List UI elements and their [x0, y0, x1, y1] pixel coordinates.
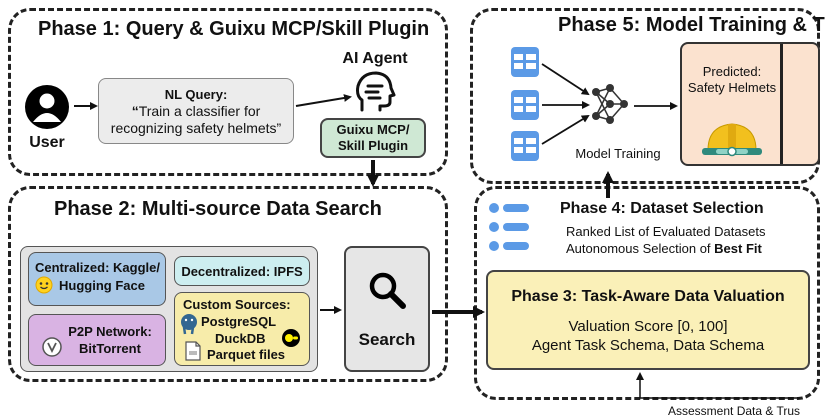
database-icon	[510, 89, 540, 121]
phase3-title: Phase 3: Task-Aware Data Valuation	[511, 288, 785, 305]
custom-line1: PostgreSQL	[201, 314, 277, 329]
database-icon	[510, 130, 540, 162]
arrow-db3-to-model	[541, 114, 590, 145]
open-quote: “	[131, 102, 139, 119]
p2p-line2: BitTorrent	[79, 341, 141, 356]
parquet-file-icon	[185, 341, 201, 361]
nl-query-title: NL Query:	[164, 86, 228, 102]
phase2-title: Phase 2: Multi-source Data Search	[54, 198, 382, 220]
source-centralized: Centralized: Kaggle/ Hugging Face	[28, 252, 166, 306]
phase4-line2-prefix: Autonomous Selection of	[566, 241, 715, 256]
arrow-query-to-agent	[295, 94, 352, 107]
p2p-line1: P2P Network:	[68, 324, 152, 339]
phase1-panel	[8, 8, 448, 176]
predicted-line1: Predicted:	[702, 64, 762, 79]
hugging-face-icon	[35, 276, 53, 294]
predicted-box: Predicted: Safety Helmets	[680, 42, 820, 166]
source-decentralized: Decentralized: IPFS	[174, 256, 310, 286]
duckdb-icon	[281, 328, 301, 348]
database-icon	[510, 46, 540, 78]
source-p2p: P2P Network: BitTorrent	[28, 314, 166, 366]
centralized-line2-text: Hugging Face	[59, 277, 145, 293]
phase2-panel	[8, 186, 448, 382]
search-icon	[367, 270, 407, 310]
p2p-text: P2P Network: BitTorrent	[68, 323, 152, 357]
plugin-line1: Guixu MCP/	[336, 122, 410, 137]
centralized-line1: Centralized: Kaggle/	[35, 260, 160, 275]
phase4-title: Phase 4: Dataset Selection	[560, 200, 764, 217]
phase1-title: Phase 1: Query & Guixu MCP/Skill Plugin	[38, 18, 430, 40]
ai-agent-icon	[354, 70, 396, 114]
search-label: Search	[358, 330, 416, 349]
arrow-db1-to-model	[541, 63, 590, 96]
model-training-label: Model Training	[575, 146, 661, 161]
phase3-line1: Valuation Score [0, 100]	[568, 318, 728, 335]
phase5-title: Phase 5: Model Training & T	[558, 14, 825, 36]
nl-query-line1: “Train a classifier for	[132, 103, 261, 120]
ai-agent-label: AI Agent	[342, 50, 408, 67]
plugin-line2: Skill Plugin	[337, 138, 409, 153]
phase3-line2: Agent Task Schema, Data Schema	[531, 337, 765, 354]
connector-arrows	[74, 63, 800, 399]
helmet-icon	[700, 120, 764, 160]
nl-query-box: NL Query: “Train a classifier for recogn…	[98, 78, 294, 144]
postgresql-icon	[179, 313, 199, 335]
predicted-line2: Safety Helmets	[687, 80, 777, 95]
workflow-diagram: Phase 1: Query & Guixu MCP/Skill Plugin …	[8, 8, 825, 418]
user-label: User	[29, 134, 65, 151]
arrow-feedback-to-valuation	[636, 372, 800, 399]
decentralized-label: Decentralized: IPFS	[181, 263, 303, 279]
guixu-plugin-box: Guixu MCP/ Skill Plugin	[320, 118, 426, 158]
custom-line2: DuckDB	[215, 331, 266, 346]
phase4-line2-bold: Best Fit	[714, 241, 762, 256]
predicted-divider	[780, 44, 783, 164]
search-box: Search	[344, 246, 430, 372]
ranked-list-icon	[486, 198, 530, 256]
source-custom: Custom Sources: PostgreSQL DuckDB Parque…	[174, 292, 310, 366]
valuation-box: Phase 3: Task-Aware Data Valuation Valua…	[486, 270, 810, 370]
bottom-note: Assessment Data & Trus	[668, 404, 801, 418]
phase4-line2: Autonomous Selection of Best Fit	[566, 241, 762, 256]
nl-query-text-1: Train a classifier for	[138, 102, 261, 119]
custom-line3: Parquet files	[207, 347, 286, 362]
centralized-line2: Hugging Face	[35, 276, 145, 294]
custom-title: Custom Sources:	[183, 297, 291, 312]
nl-query-text-2: recognizing safety helmets”	[110, 119, 282, 136]
phase4-line1: Ranked List of Evaluated Datasets	[566, 224, 766, 239]
user-icon	[24, 84, 70, 130]
bittorrent-icon	[42, 337, 62, 357]
neural-network-icon	[590, 82, 630, 126]
